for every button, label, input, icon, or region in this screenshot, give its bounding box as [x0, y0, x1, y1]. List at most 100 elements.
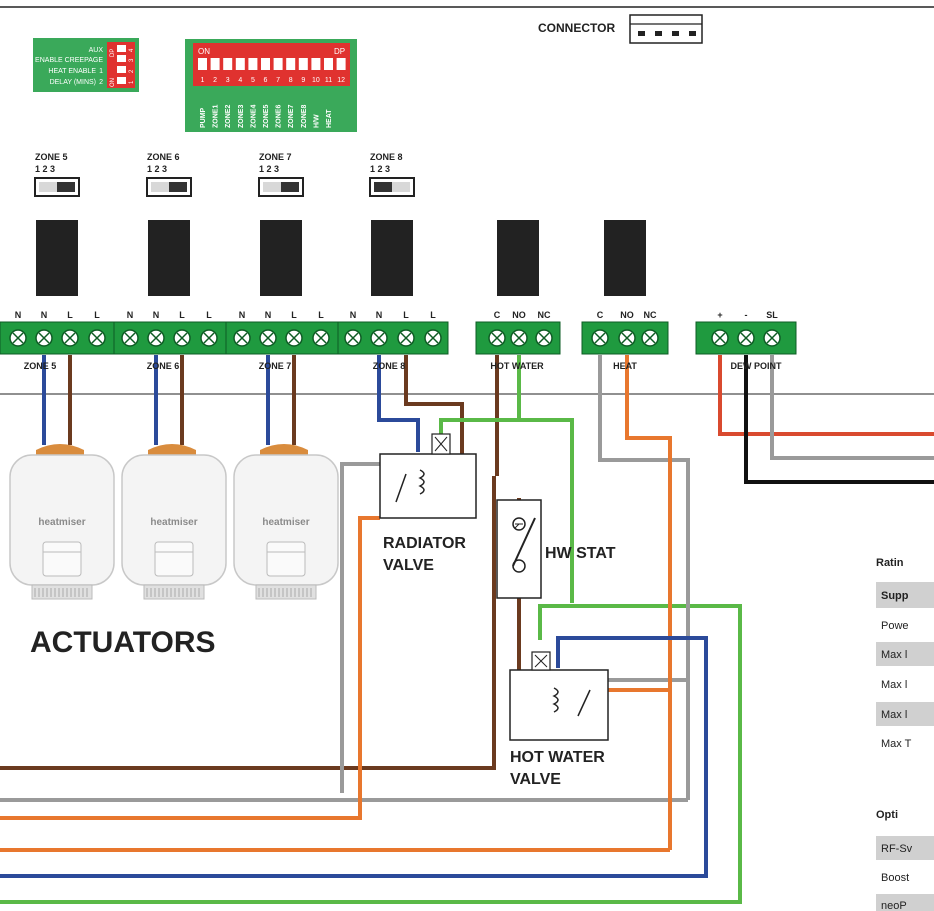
dip-label-heat-enable: HEAT ENABLE: [48, 68, 96, 75]
connector-label: CONNECTOR: [538, 21, 615, 35]
wires: [0, 355, 934, 904]
terminal-screw[interactable]: [312, 329, 330, 347]
terminal-screw[interactable]: [259, 329, 277, 347]
terminal-pin-label: L: [430, 310, 436, 320]
terminal-screw[interactable]: [763, 329, 781, 347]
terminal-pin-label: C: [494, 310, 501, 320]
dip-function-9: H/W: [313, 114, 320, 128]
zone-selector-5[interactable]: ZONE 51 2 3: [34, 152, 80, 197]
optional-row-1: Boost: [881, 872, 909, 884]
terminal-pin-label: SL: [766, 310, 778, 320]
dip-function-4: ZONE4: [250, 105, 257, 128]
dip-switch-panel-small: AUX ENABLE CREEPAGE HEAT ENABLE 1 DELAY …: [33, 38, 139, 92]
dip-number-12: 12: [337, 77, 345, 84]
zone-selector-8[interactable]: ZONE 8 1 2 3: [369, 152, 415, 197]
terminal-screw[interactable]: [200, 329, 218, 347]
terminal-pin-label: N: [239, 310, 246, 320]
zone-selector-knob[interactable]: [57, 182, 75, 192]
dip-small-num-2: 2: [129, 69, 135, 73]
dip-switch-11: [324, 58, 333, 70]
dip-function-6: ZONE6: [276, 105, 283, 128]
terminal-screw[interactable]: [737, 329, 755, 347]
zone-selector-positions: 1 2 3: [147, 164, 167, 174]
dip-small-dp: DP: [110, 49, 116, 57]
zone-selector-positions: 1 2 3: [35, 164, 55, 174]
dip-large-on: ON: [198, 47, 210, 56]
terminal-screw[interactable]: [35, 329, 53, 347]
terminal-screw[interactable]: [591, 329, 609, 347]
terminal-screw[interactable]: [370, 329, 388, 347]
terminal-screw[interactable]: [397, 329, 415, 347]
dip-function-3: ZONE3: [238, 105, 245, 128]
dip-number-11: 11: [325, 77, 332, 84]
terminal-block-label: ZONE 8: [373, 361, 406, 371]
terminal-screw[interactable]: [147, 329, 165, 347]
dip-number-9: 9: [301, 77, 305, 84]
zone-selector-knob[interactable]: [374, 182, 392, 192]
terminal-screw[interactable]: [488, 329, 506, 347]
terminal-pin-label: NO: [620, 310, 634, 320]
zone-selector-knob[interactable]: [169, 182, 187, 192]
zone-selector-knob[interactable]: [281, 182, 299, 192]
hw-stat: HW STAT: [496, 499, 616, 599]
dip-switch-7: [273, 58, 283, 70]
terminal-screw[interactable]: [88, 329, 106, 347]
terminal-pin-label: N: [41, 310, 48, 320]
dip-large-dp: DP: [334, 47, 345, 56]
terminal-screw[interactable]: [61, 329, 79, 347]
zone-selector-positions: 1 2 3: [370, 164, 390, 174]
dip-function-10: HEAT: [326, 109, 333, 128]
hot-water-valve-label-1: HOT WATER: [510, 749, 605, 766]
zone-selectors: ZONE 51 2 3 ZONE 61 2 3 ZONE 71 2 3 ZONE 8 1…: [34, 152, 415, 197]
dip-number-1: 1: [201, 77, 205, 84]
dip-function-1: ZONE1: [213, 105, 220, 128]
terminal-screw[interactable]: [9, 329, 27, 347]
dip-switch-5: [248, 58, 258, 70]
terminal-pin-label: +: [717, 310, 722, 320]
dip-number-4: 4: [238, 77, 242, 84]
terminal-screw[interactable]: [535, 329, 553, 347]
terminal-pin-label: N: [376, 310, 383, 320]
optional-row-0: RF-Sv: [881, 843, 913, 855]
dip-switch-1: [198, 58, 207, 70]
ratings-table-partial: Ratin Supp Powe Max l Max l Max l Max T …: [876, 557, 934, 911]
zone-selector-6[interactable]: ZONE 61 2 3: [146, 152, 192, 197]
terminal-pin-label: N: [350, 310, 357, 320]
dip-number-5: 5: [251, 77, 255, 84]
terminal-pin-label: L: [67, 310, 73, 320]
terminal-screw[interactable]: [173, 329, 191, 347]
terminal-screw[interactable]: [711, 329, 729, 347]
terminal-pin-label: N: [153, 310, 160, 320]
terminal-pin-label: N: [265, 310, 272, 320]
dip-number-3: 3: [226, 77, 230, 84]
optional-title: Opti: [876, 809, 898, 821]
terminal-pin-label: L: [318, 310, 324, 320]
terminal-screw[interactable]: [121, 329, 139, 347]
dip-label-delay: DELAY (MINS): [50, 79, 96, 86]
dip-number-7: 7: [276, 77, 280, 84]
dip-switch-12: [336, 58, 346, 70]
terminal-screw[interactable]: [641, 329, 659, 347]
zone-selector-7[interactable]: ZONE 71 2 3: [258, 152, 304, 197]
terminal-screw[interactable]: [510, 329, 528, 347]
dip-small-num-4: 4: [129, 48, 135, 52]
zone-selector-title: ZONE 8: [370, 152, 403, 162]
ratings-row-5: Max T: [881, 738, 912, 750]
terminal-screw[interactable]: [285, 329, 303, 347]
actuator-5: heatmiser: [9, 444, 115, 600]
terminal-screw[interactable]: [424, 329, 442, 347]
terminal-screw[interactable]: [618, 329, 636, 347]
dip-side-2: 2: [99, 79, 103, 86]
dip-switch-2: [210, 58, 220, 70]
terminal-screw[interactable]: [344, 329, 362, 347]
terminal-screw[interactable]: [233, 329, 251, 347]
dip-large-switches: [198, 58, 346, 70]
